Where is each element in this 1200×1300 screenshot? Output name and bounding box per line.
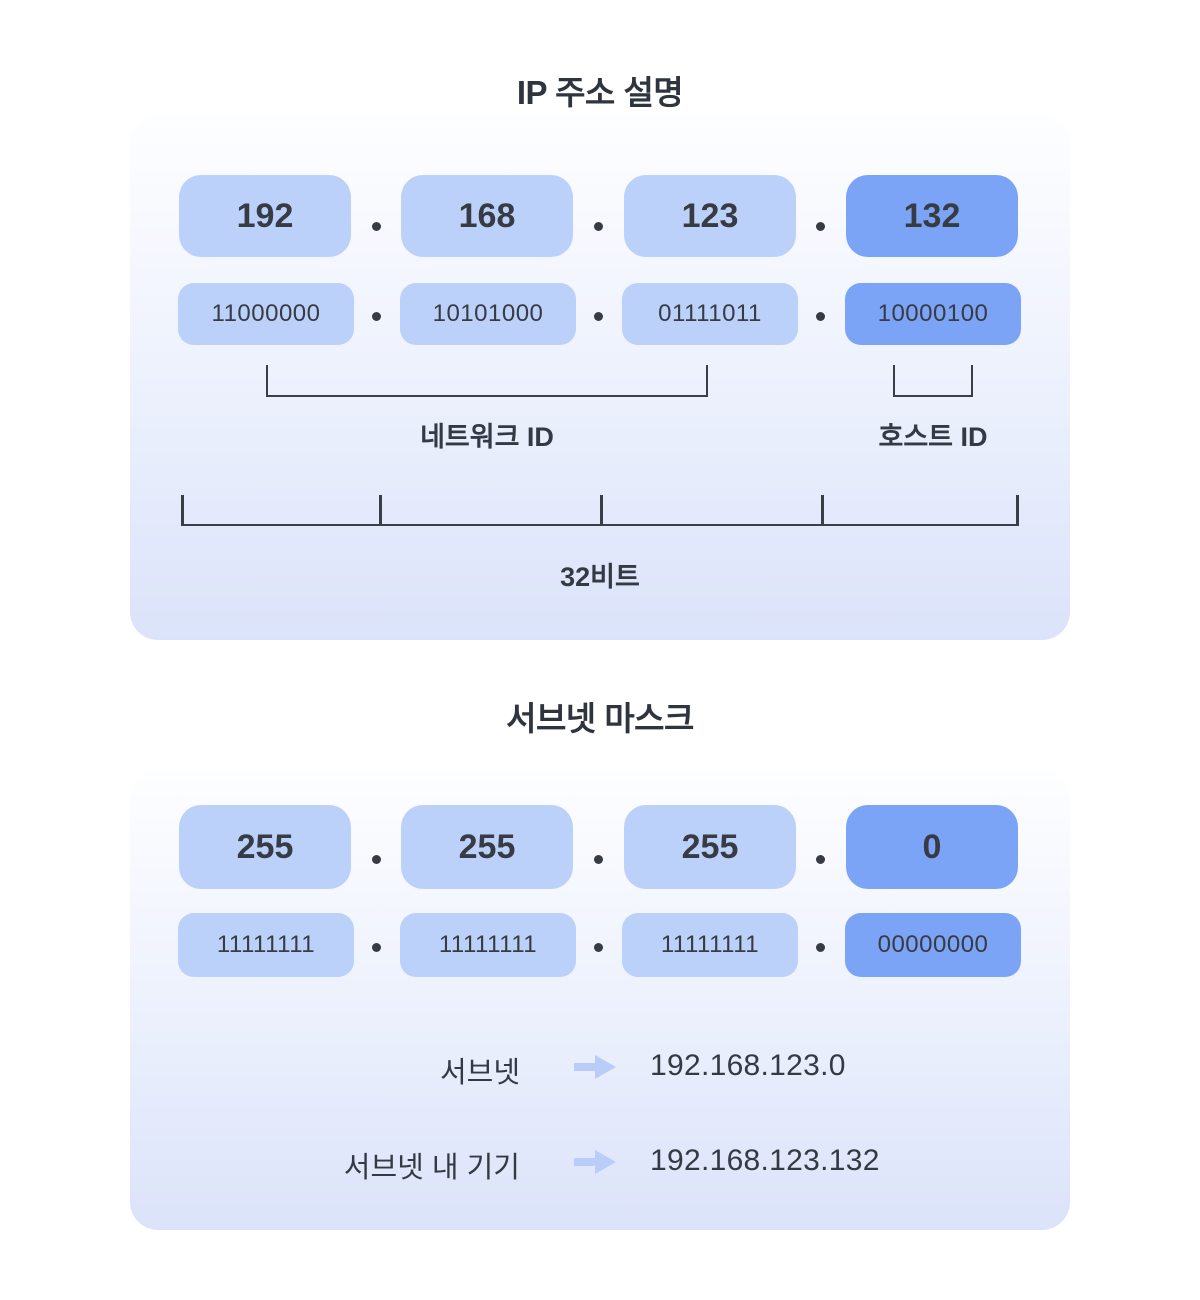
device-row-value: 192.168.123.132 <box>650 1144 880 1177</box>
mask-binary-4-host: 00000000 <box>845 913 1021 977</box>
mask-octet-4-host: 0 <box>846 805 1018 889</box>
dot-separator-icon <box>372 222 381 231</box>
ruler-tick <box>379 495 382 526</box>
dot-separator-icon <box>594 855 603 864</box>
ruler-tick <box>600 495 603 526</box>
mask-binary-1: 11111111 <box>178 913 354 977</box>
ip-binary-3: 01111011 <box>622 283 798 345</box>
ip-binary-4-host: 10000100 <box>845 283 1021 345</box>
host-id-label: 호스트 ID <box>878 422 988 452</box>
ruler-tick <box>821 495 824 526</box>
dot-separator-icon <box>816 222 825 231</box>
dot-separator-icon <box>816 855 825 864</box>
subnet-panel: 255 255 255 0 11111111 11111111 11111111… <box>130 770 1070 1230</box>
ip-section-title: IP 주소 설명 <box>516 74 684 111</box>
bits-count-label: 32비트 <box>560 562 640 592</box>
subnet-row-label: 서브넷 <box>439 1057 520 1089</box>
network-id-label: 네트워크 ID <box>420 422 554 452</box>
ip-octet-1: 192 <box>179 175 351 257</box>
mask-octet-1: 255 <box>179 805 351 889</box>
ip-octet-2: 168 <box>401 175 573 257</box>
subnet-row-value: 192.168.123.0 <box>650 1049 846 1082</box>
subnet-section-title: 서브넷 마스크 <box>506 700 694 737</box>
right-arrow-icon <box>574 1055 616 1079</box>
ip-octet-4-host: 132 <box>846 175 1018 257</box>
dot-separator-icon <box>594 943 603 952</box>
ip-octet-3: 123 <box>624 175 796 257</box>
ip-binary-2: 10101000 <box>400 283 576 345</box>
ruler-tick <box>181 495 184 526</box>
host-id-bracket <box>893 365 973 397</box>
dot-separator-icon <box>816 312 825 321</box>
ip-panel: 192 168 123 132 11000000 10101000 011110… <box>130 115 1070 640</box>
dot-separator-icon <box>594 312 603 321</box>
mask-binary-3: 11111111 <box>622 913 798 977</box>
dot-separator-icon <box>816 943 825 952</box>
ruler-tick <box>1016 495 1019 526</box>
bit-ruler <box>181 495 1019 526</box>
ip-binary-1: 11000000 <box>178 283 354 345</box>
mask-binary-2: 11111111 <box>400 913 576 977</box>
dot-separator-icon <box>372 312 381 321</box>
dot-separator-icon <box>594 222 603 231</box>
right-arrow-icon <box>574 1150 616 1174</box>
device-row-label: 서브넷 내 기기 <box>343 1152 520 1184</box>
dot-separator-icon <box>372 855 381 864</box>
mask-octet-3: 255 <box>624 805 796 889</box>
network-id-bracket <box>266 365 708 397</box>
dot-separator-icon <box>372 943 381 952</box>
mask-octet-2: 255 <box>401 805 573 889</box>
